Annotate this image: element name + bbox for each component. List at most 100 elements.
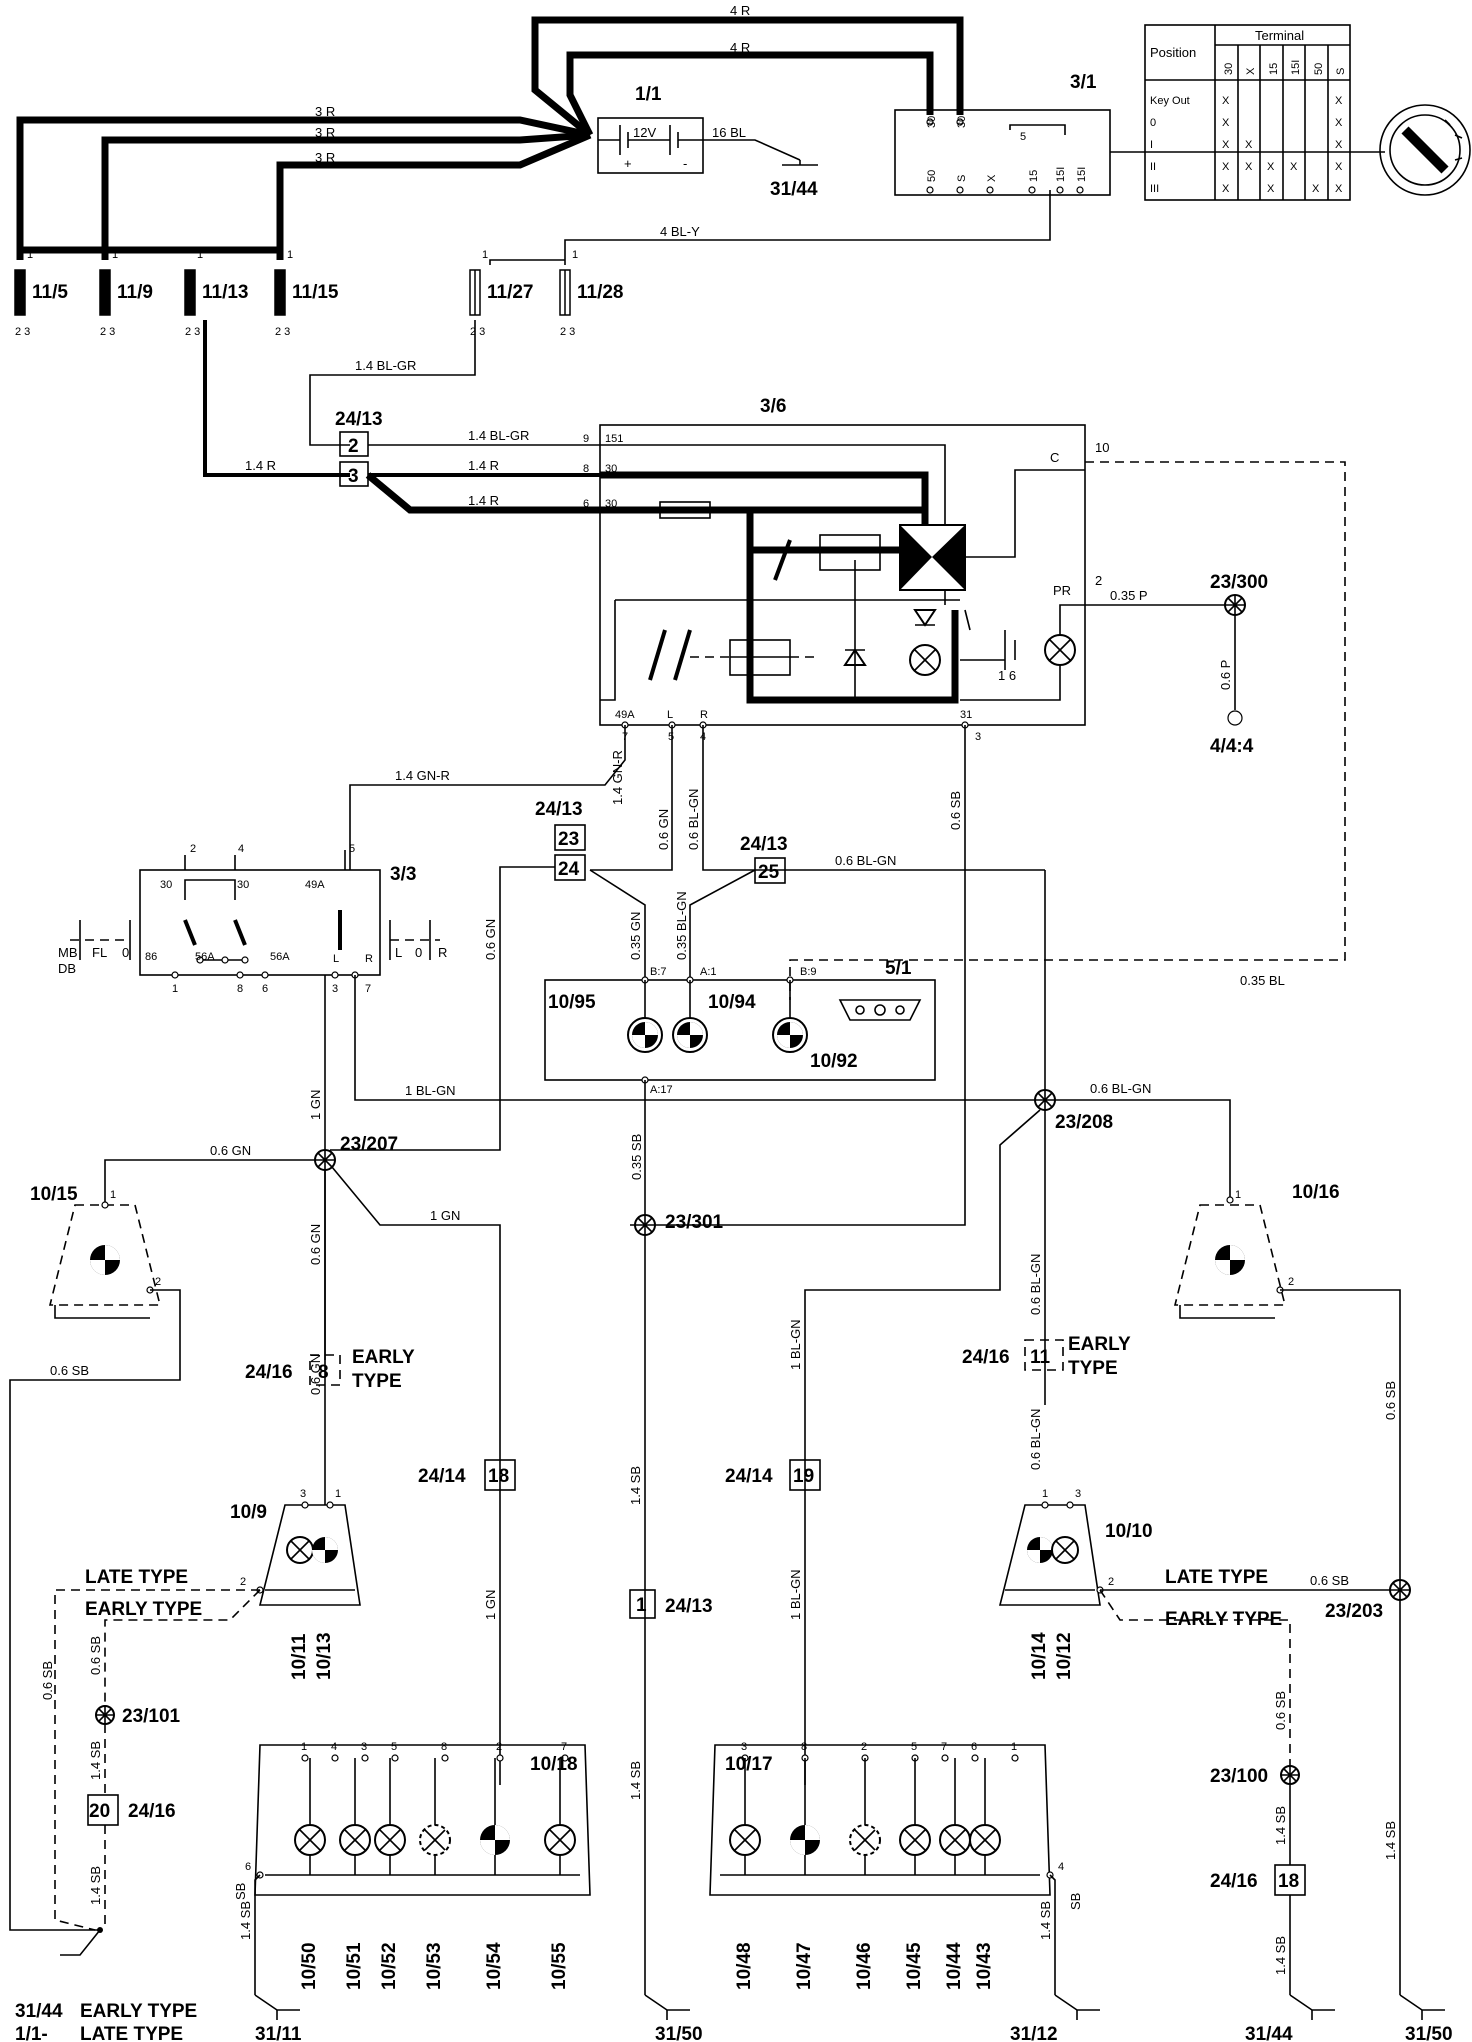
wire-label: 0.6 SB — [1273, 1691, 1288, 1730]
battery-voltage: 12V — [633, 125, 656, 140]
pin-num: 1 — [1042, 1488, 1048, 1500]
lamp-id: 10/15 — [30, 1184, 78, 1205]
cluster-id: 5/1 — [885, 958, 912, 979]
pin — [331, 1754, 339, 1762]
wire — [489, 259, 565, 265]
dashed-wire — [104, 1589, 261, 1715]
battery-minus: - — [683, 156, 687, 171]
pin-num: 7 — [941, 1741, 947, 1753]
fuse-id: 11/5 — [32, 282, 68, 303]
pin — [361, 1754, 369, 1762]
lamp-id: 10/46 — [854, 1942, 875, 1990]
pin-num: 2 — [1288, 1276, 1294, 1288]
wire-label: 1.4 SB — [88, 1741, 103, 1780]
pin-label: 49A — [305, 879, 325, 891]
relay-id: 3/6 — [760, 396, 786, 417]
wire-label: 3 R — [315, 150, 335, 165]
ignition-switch — [894, 109, 1385, 196]
wire-label: 0.6 SB — [1310, 1573, 1349, 1588]
wire-label: 1.4 SB — [628, 1466, 643, 1505]
fuse-pin: 1 — [287, 249, 293, 261]
bulb — [419, 1824, 451, 1856]
pin-num: 3 — [975, 731, 981, 743]
ground-symbol — [1289, 1994, 1335, 2020]
pin-label: 50 — [926, 170, 938, 182]
fuse-pins: 2 3 — [100, 326, 115, 338]
connector-id: 24/13 — [335, 409, 383, 430]
pin-label: 56A — [195, 951, 215, 963]
bulb — [339, 1824, 371, 1856]
table-columns: 30 X 15 15I 50 S — [1223, 60, 1347, 75]
pin-num: 5 — [668, 731, 674, 743]
wire-label: 1 BL-GN — [788, 1319, 803, 1370]
lamp-id: 10/47 — [794, 1942, 815, 1990]
wire-label: 0.6 SB — [40, 1661, 55, 1700]
pin-num: 1 — [172, 983, 178, 995]
pin-num: 3 — [741, 1741, 747, 1753]
table-mark: X — [1222, 139, 1230, 151]
wire-label: 0.6 BL-GN — [1028, 1254, 1043, 1315]
pin-label: R — [700, 709, 708, 721]
pin-num: 1 — [335, 1488, 341, 1500]
pin — [496, 1754, 504, 1762]
wire — [331, 1166, 501, 1785]
wire-label: 0.6 GN — [308, 1224, 323, 1265]
pin — [971, 1754, 979, 1762]
lamp-id: 10/45 — [904, 1942, 925, 1990]
table-mark: X — [1222, 161, 1230, 173]
fuse-pins: 2 3 — [185, 326, 200, 338]
lamp-id: 10/17 — [725, 1754, 773, 1775]
table-header: Position — [1150, 45, 1196, 60]
pin-label: 30 — [160, 879, 172, 891]
wire — [804, 1109, 1041, 1785]
ground-id: 31/50 — [655, 2024, 703, 2042]
ground-symbols — [254, 1994, 1445, 2020]
wire-label: 1.4 SB — [1273, 1806, 1288, 1845]
fuse-pin: 1 — [482, 249, 488, 261]
pin-num: 5 — [391, 1741, 397, 1753]
note: LATE TYPE — [80, 2024, 183, 2042]
wire — [349, 725, 626, 870]
table-row-label: I — [1150, 139, 1153, 151]
bulb — [544, 1824, 576, 1856]
splice-23-203 — [1389, 1579, 1411, 1601]
splice-id: 23/203 — [1325, 1601, 1383, 1622]
connector-id: 24/16 — [1210, 1871, 1258, 1892]
bulb — [729, 1824, 761, 1856]
wire-label: 0.6 BL-GN — [1028, 1409, 1043, 1470]
table-row-label: 0 — [1150, 117, 1156, 129]
fuse-pin: 1 — [27, 249, 33, 261]
wire — [203, 320, 350, 477]
table-mark: X — [1335, 95, 1343, 107]
connector-pin: 18 — [1278, 1871, 1299, 1892]
splice-id: 23/208 — [1055, 1112, 1113, 1133]
wire-label: 1 BL-GN — [405, 1083, 456, 1098]
pin-label: A:17 — [650, 1084, 673, 1096]
battery-ground-wire — [703, 139, 801, 161]
pin-label: L — [667, 709, 673, 721]
splice-23-101 — [95, 1705, 115, 1725]
lamp-id: 10/54 — [484, 1942, 505, 1990]
table-mark: X — [1335, 161, 1343, 173]
svg-text:15: 15 — [1268, 63, 1280, 75]
pin-num: 2 — [155, 1276, 161, 1288]
wire — [104, 1159, 315, 1205]
note: EARLY — [1068, 1334, 1131, 1355]
fuse-pin: 1 — [572, 249, 578, 261]
pin-label: R — [365, 953, 373, 965]
pin-num: 2 — [1108, 1576, 1114, 1588]
pin-label: 1 6 — [998, 668, 1016, 683]
ground-symbol — [644, 1994, 690, 2020]
ground-id: 31/44 — [15, 2001, 63, 2022]
pin-label: S — [956, 175, 968, 182]
svg-text:X: X — [1245, 67, 1257, 75]
wire — [330, 866, 555, 1151]
pin-label: A:1 — [700, 966, 717, 978]
lamp-id: 10/50 — [299, 1942, 320, 1990]
wire-label: 0.6 SB — [50, 1363, 89, 1378]
table-mark: X — [1222, 95, 1230, 107]
pin-num: 3 — [361, 1741, 367, 1753]
